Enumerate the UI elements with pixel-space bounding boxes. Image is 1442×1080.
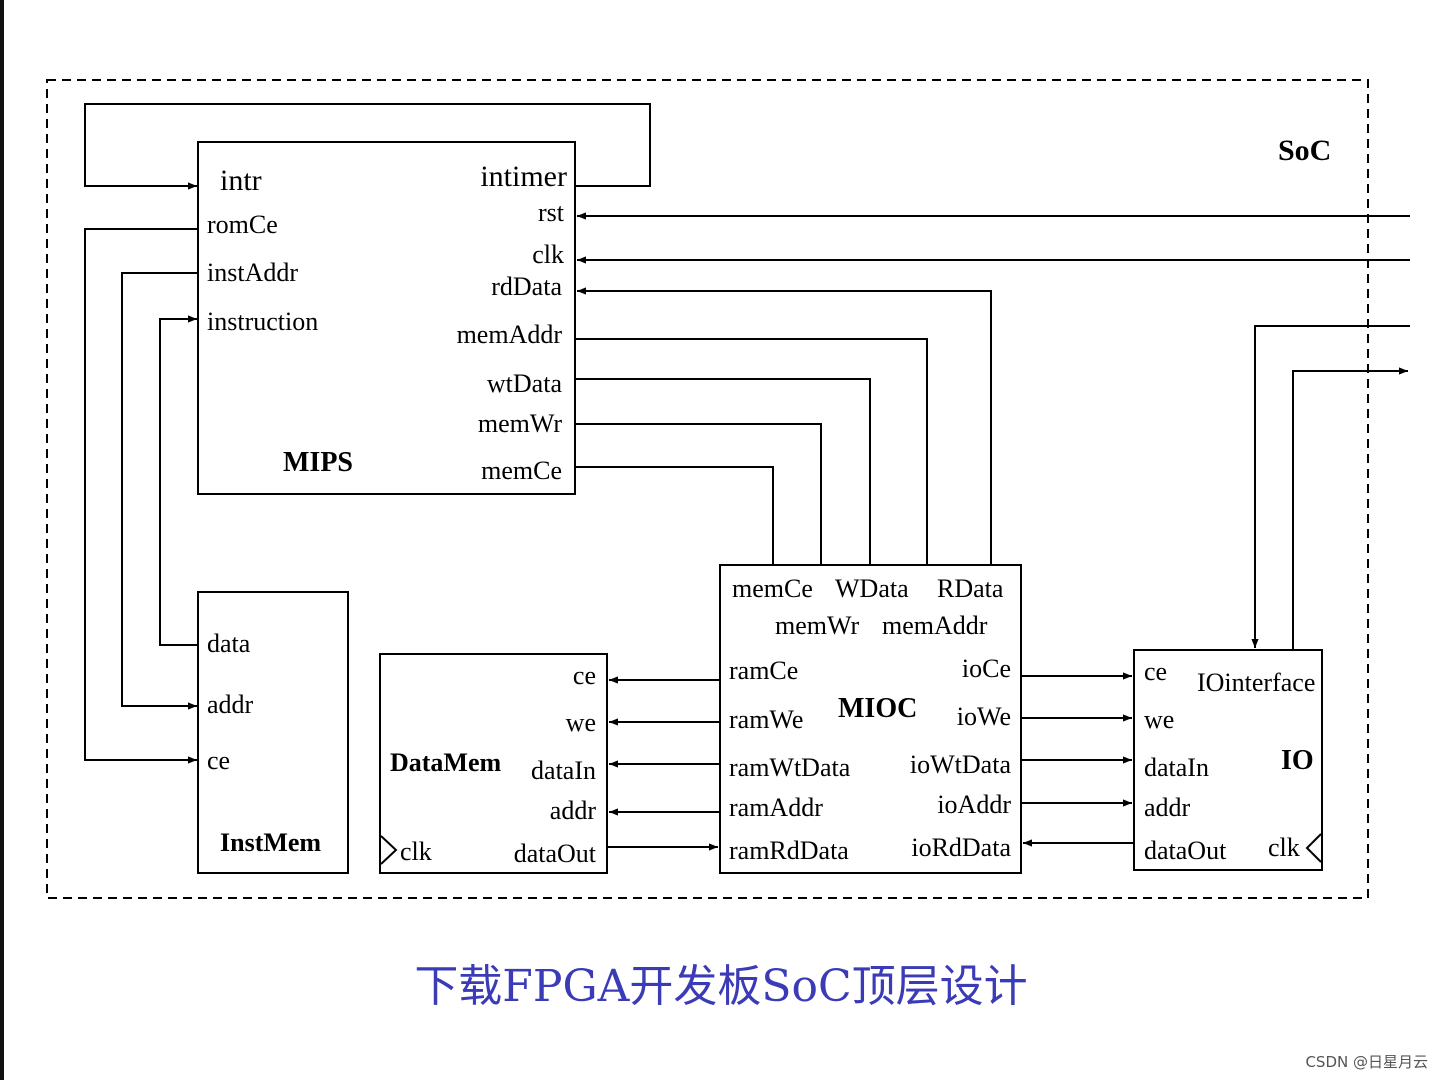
wire-memce [576, 466, 774, 565]
wire-wtdata [576, 378, 871, 565]
instmem-port-ce: ce [207, 746, 230, 775]
mips-block [197, 141, 576, 495]
mips-port-instruction: instruction [207, 307, 318, 336]
mioc-port-ramce: ramCe [729, 656, 798, 685]
mioc-port-iowe: ioWe [957, 702, 1011, 731]
datamem-port-addr: addr [550, 796, 597, 825]
mioc-port-ramrddata: ramRdData [729, 836, 849, 865]
io-port-we: we [1144, 705, 1174, 734]
soc-boundary [46, 79, 1369, 899]
instmem-title: InstMem [220, 828, 321, 857]
soc-block-diagram: SoC intr romCe instAddr instruction inti… [46, 79, 1410, 899]
mips-port-romce: romCe [207, 210, 278, 239]
mioc-port-ramaddr: ramAddr [729, 793, 823, 822]
wire-intimer-to-intr [84, 103, 651, 190]
wire-data-to-instruction [159, 315, 198, 646]
mioc-port-ioaddr: ioAddr [937, 790, 1011, 819]
datamem-port-dataout: dataOut [514, 839, 597, 868]
io-block [1133, 649, 1323, 871]
mioc-port-iowtdata: ioWtData [910, 750, 1012, 779]
io-port-clk: clk [1268, 833, 1300, 862]
mips-port-clk: clk [532, 240, 564, 269]
mioc-port-memaddr: memAddr [882, 611, 988, 640]
mioc-port-ramwe: ramWe [729, 705, 803, 734]
mioc-block [719, 564, 1022, 874]
instmem-block [197, 591, 349, 874]
soc-label: SoC [1278, 134, 1331, 167]
mioc-port-rdata: RData [937, 574, 1004, 603]
wire-instaddr-to-addr [121, 272, 198, 710]
datamem-port-datain: dataIn [531, 756, 596, 785]
io-clock-triangle [1305, 833, 1322, 863]
wire-memaddr [576, 338, 928, 565]
io-title: IO [1281, 745, 1314, 776]
mioc-port-ioce: ioCe [962, 654, 1011, 683]
mioc-port-ramwtdata: ramWtData [729, 753, 851, 782]
mioc-port-wdata: WData [835, 574, 909, 603]
datamem-port-clk: clk [400, 837, 432, 866]
datamem-block [379, 653, 608, 874]
mips-port-memce: memCe [481, 456, 562, 485]
mips-port-memaddr: memAddr [457, 320, 563, 349]
mioc-port-memwr: memWr [775, 611, 859, 640]
mioc-title: MIOC [838, 693, 917, 724]
mips-port-rddata: rdData [491, 272, 562, 301]
datamem-port-ce: ce [573, 661, 596, 690]
io-port-addr: addr [1144, 793, 1191, 822]
mips-title: MIPS [283, 447, 353, 478]
wire-memwr [576, 423, 822, 565]
wire-ext-iointerface-in [1251, 325, 1410, 648]
mips-port-instaddr: instAddr [207, 258, 298, 287]
io-port-dataout: dataOut [1144, 836, 1227, 865]
mips-port-memwr: memWr [478, 409, 562, 438]
left-edge-bar [0, 0, 4, 1080]
datamem-port-we: we [566, 708, 596, 737]
mips-port-intr: intr [220, 164, 262, 197]
io-port-datain: dataIn [1144, 753, 1209, 782]
wire-rdata-to-rddata [577, 287, 992, 565]
io-port-ce: ce [1144, 657, 1167, 686]
datamem-title: DataMem [390, 748, 502, 777]
instmem-port-addr: addr [207, 690, 254, 719]
mips-port-rst: rst [538, 198, 565, 227]
wire-romce-to-ce [84, 228, 198, 764]
mips-port-intimer: intimer [480, 160, 567, 193]
mioc-port-iorddata: ioRdData [911, 833, 1011, 862]
mioc-port-memce: memCe [732, 574, 813, 603]
mips-port-wtdata: wtData [487, 369, 563, 398]
instmem-port-data: data [207, 629, 251, 658]
wire-iointerface-out [1292, 367, 1408, 650]
diagram-caption: 下载FPGA开发板SoC顶层设计 [414, 961, 1028, 1012]
datamem-clock-triangle [380, 835, 398, 865]
io-port-iointerface: IOinterface [1197, 668, 1315, 697]
csdn-watermark: CSDN @日星月云 [1305, 1053, 1428, 1071]
